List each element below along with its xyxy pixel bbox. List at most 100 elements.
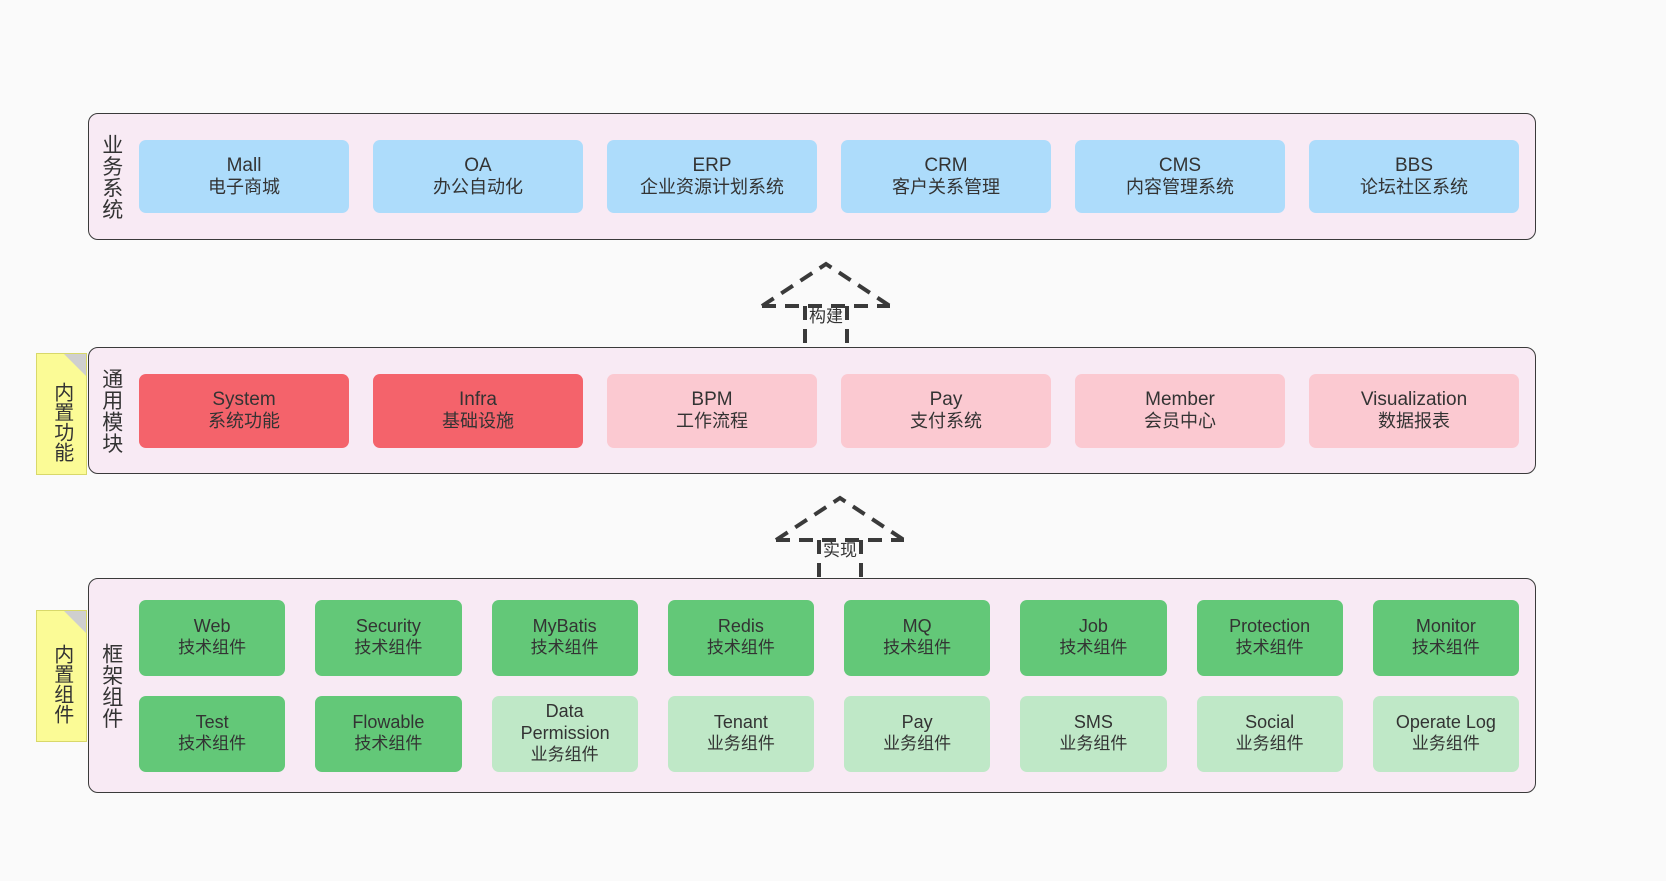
module-name-cn: 技术组件 [354,734,423,754]
module-name-cn: 技术组件 [1235,638,1304,658]
module-box-visualization[interactable]: Visualization 数据报表 [1309,373,1519,448]
note-builtin-components: 内置组件 [36,610,87,742]
module-name-en: Job [1078,616,1108,637]
module-box-bpm[interactable]: BPM 工作流程 [607,373,817,448]
module-name-en: BPM [691,388,733,410]
connector-label-implement: 实现 [823,541,857,560]
module-name-cn: 技术组件 [1411,638,1480,658]
module-box-tenant[interactable]: Tenant 业务组件 [667,695,814,772]
module-box-oa[interactable]: OA 办公自动化 [373,140,583,213]
layer-title-business-system: 业务系统 [99,133,123,220]
module-name-cn: 业务组件 [1235,734,1304,754]
module-name-en: System [212,388,276,410]
module-name-cn: 办公自动化 [433,177,523,198]
arrow-head-outline [774,495,906,542]
layer-title-framework-components: 框架组件 [99,642,123,729]
module-name-en: Infra [458,388,498,410]
module-name-cn: 业务组件 [883,734,952,754]
module-name-en: Protection [1229,616,1311,637]
connector-build: 构建 [754,258,904,348]
module-name-en: Pay [929,388,963,410]
module-name-en: Operate Log [1395,712,1496,733]
module-name-cn: 技术组件 [178,638,247,658]
module-box-mall[interactable]: Mall 电子商城 [139,140,349,213]
arrow-head-outline [760,261,892,308]
module-box-crm[interactable]: CRM 客户关系管理 [841,140,1051,213]
module-box-web[interactable]: Web 技术组件 [139,599,286,676]
module-name-en: Flowable [352,712,425,733]
module-box-erp[interactable]: ERP 企业资源计划系统 [607,140,817,213]
note-label: 内置功能 [50,382,73,462]
module-box-sms[interactable]: SMS 业务组件 [1020,695,1167,772]
module-name-cn: 业务组件 [530,745,599,765]
module-name-en: CRM [924,154,968,176]
module-box-monitor[interactable]: Monitor 技术组件 [1372,599,1519,676]
connector-implement: 实现 [768,492,918,582]
module-box-social[interactable]: Social 业务组件 [1196,695,1343,772]
module-name-cn: 论坛社区系统 [1360,177,1468,198]
module-name-en: Mall [226,154,262,176]
module-box-mq[interactable]: MQ 技术组件 [844,599,991,676]
module-row: System 系统功能 Infra 基础设施 BPM 工作流程 Pay 支付系统… [139,373,1519,448]
module-box-bbs[interactable]: BBS 论坛社区系统 [1309,140,1519,213]
layer-framework-components: 框架组件 Web 技术组件 Security 技术组件 MyBatis 技术组件… [88,578,1536,793]
module-name-cn: 会员中心 [1144,411,1216,432]
note-label: 内置组件 [50,644,73,724]
module-box-cms[interactable]: CMS 内容管理系统 [1075,140,1285,213]
module-name-en: MyBatis [532,616,597,637]
module-box-job[interactable]: Job 技术组件 [1020,599,1167,676]
module-name-cn: 系统功能 [208,411,280,432]
module-box-operate-log[interactable]: Operate Log 业务组件 [1372,695,1519,772]
module-box-security[interactable]: Security 技术组件 [315,599,462,676]
module-name-en: Test [195,712,229,733]
module-name-en: ERP [692,154,732,176]
module-name-en: Redis [717,616,764,637]
layer-body-framework-components: Web 技术组件 Security 技术组件 MyBatis 技术组件 Redi… [133,579,1535,792]
layer-body-common-modules: System 系统功能 Infra 基础设施 BPM 工作流程 Pay 支付系统… [133,348,1535,473]
module-name-en: Social [1245,712,1295,733]
module-box-flowable[interactable]: Flowable 技术组件 [315,695,462,772]
module-name-en: MQ [902,616,932,637]
module-name-cn: 技术组件 [354,638,423,658]
module-name-cn: 业务组件 [706,734,775,754]
module-name-cn: 支付系统 [910,411,982,432]
module-name-cn: 内容管理系统 [1126,177,1234,198]
module-box-data-permission[interactable]: Data Permission 业务组件 [491,695,638,772]
module-name-en: Member [1145,388,1215,410]
module-name-en: Pay [901,712,933,733]
module-name-cn: 技术组件 [1059,638,1128,658]
module-box-mybatis[interactable]: MyBatis 技术组件 [491,599,638,676]
module-name-cn: 技术组件 [178,734,247,754]
module-box-test[interactable]: Test 技术组件 [139,695,286,772]
module-name-en: Visualization [1360,388,1468,410]
module-name-en: Tenant [713,712,768,733]
module-name-cn: 客户关系管理 [892,177,1000,198]
module-name-en: Security [355,616,421,637]
module-row-technical: Web 技术组件 Security 技术组件 MyBatis 技术组件 Redi… [139,599,1519,676]
module-name-cn: 技术组件 [883,638,952,658]
layer-common-modules: 通用模块 System 系统功能 Infra 基础设施 BPM 工作流程 Pay… [88,347,1536,474]
module-box-pay[interactable]: Pay 支付系统 [841,373,1051,448]
module-row: Mall 电子商城 OA 办公自动化 ERP 企业资源计划系统 CRM 客户关系… [139,140,1519,213]
module-name-en: Monitor [1415,616,1476,637]
module-box-pay-business[interactable]: Pay 业务组件 [844,695,991,772]
module-name-cn: 业务组件 [1411,734,1480,754]
module-box-member[interactable]: Member 会员中心 [1075,373,1285,448]
module-box-protection[interactable]: Protection 技术组件 [1196,599,1343,676]
note-fold-corner-icon [64,354,86,376]
module-box-redis[interactable]: Redis 技术组件 [667,599,814,676]
note-fold-corner-icon [64,611,86,633]
module-name-cn: 技术组件 [530,638,599,658]
module-box-system[interactable]: System 系统功能 [139,373,349,448]
module-name-en: CMS [1158,154,1202,176]
module-name-cn: 数据报表 [1378,411,1450,432]
module-name-cn: 企业资源计划系统 [640,177,784,198]
module-name-cn: 技术组件 [706,638,775,658]
module-name-cn: 基础设施 [442,411,514,432]
module-name-en: Web [193,616,231,637]
module-name-en: Data Permission [520,701,610,744]
module-name-cn: 工作流程 [676,411,748,432]
module-name-cn: 业务组件 [1059,734,1128,754]
module-box-infra[interactable]: Infra 基础设施 [373,373,583,448]
